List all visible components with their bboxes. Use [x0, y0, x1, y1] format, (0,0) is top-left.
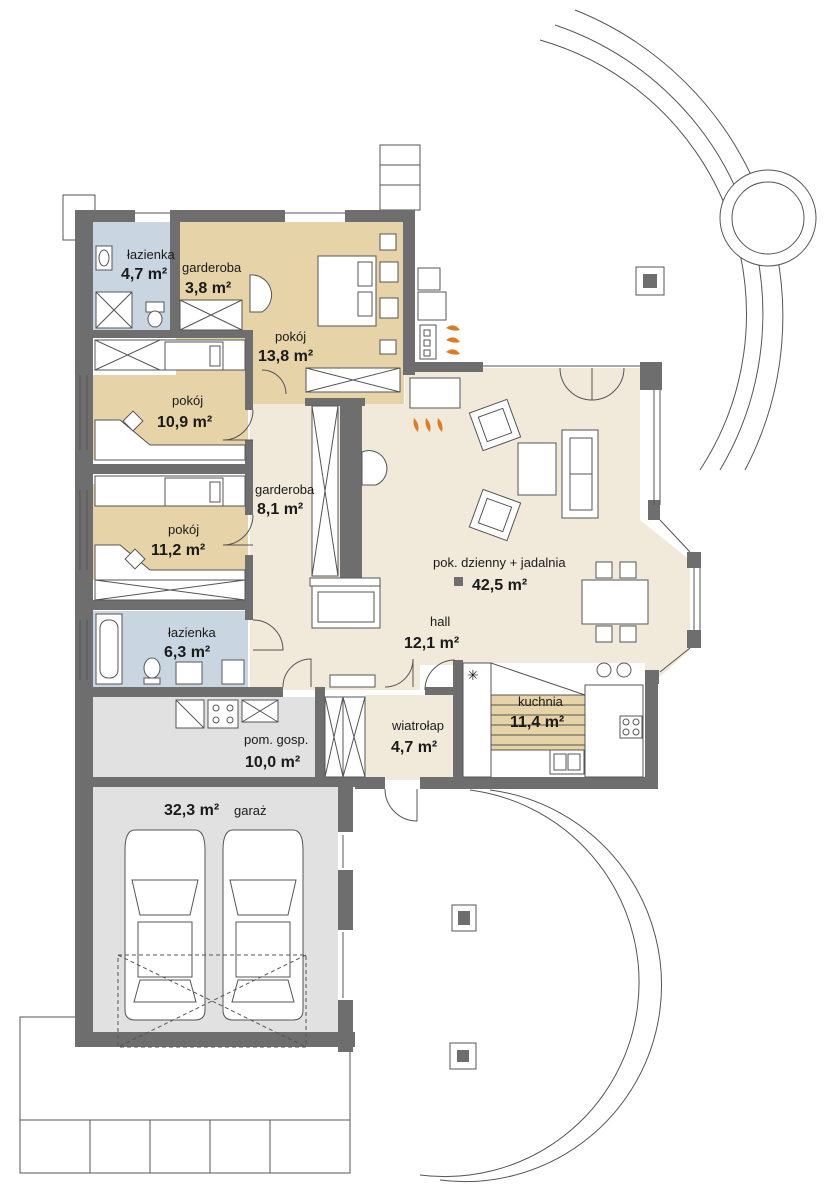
- room-name-pom-gosp: pom. gosp.: [244, 732, 308, 747]
- room-area-wiatrolap: 4,7 m²: [391, 739, 437, 756]
- desk-chair-icon: [122, 410, 144, 432]
- room-name-garderoba-1: garderoba: [182, 260, 242, 275]
- fireplace-icon: [417, 267, 441, 291]
- room-area-garderoba-2: 8,1 m²: [257, 501, 303, 518]
- room-area-kuchnia: 11,4 m²: [510, 714, 564, 731]
- room-name-lazienka-1: łazienka: [127, 247, 175, 262]
- room-name-garaz: garaż: [234, 803, 267, 818]
- bay-window: [483, 365, 701, 673]
- pergola-arc-south-inner: [419, 789, 640, 1178]
- room-name-pokoj-3: pokój: [168, 522, 199, 537]
- pergola-arc-south: [439, 789, 663, 1183]
- room-area-lazienka-1: 4,7 m²: [121, 266, 167, 283]
- room-area-pokoj-2: 10,9 m²: [157, 414, 212, 431]
- room-area-garderoba-1: 3,8 m²: [185, 280, 231, 297]
- room-labels: łazienka 4,7 m² garderoba 3,8 m² pokój 1…: [121, 247, 566, 819]
- terrace-deck-north: [379, 144, 421, 211]
- room-area-hall: 12,1 m²: [404, 635, 459, 652]
- room-name-garderoba-2: garderoba: [255, 482, 315, 497]
- room-name-hall: hall: [430, 614, 450, 629]
- room-area-pokoj-dzienny: 42,5 m²: [472, 577, 527, 594]
- room-area-pokoj-3: 11,2 m²: [151, 542, 205, 559]
- windows-west: [79, 212, 345, 998]
- room-name-pokoj-dzienny: pok. dzienny + jadalnia: [433, 555, 566, 570]
- garage-door-swing: [117, 954, 307, 1048]
- room-area-pom-gosp: 10,0 m²: [245, 754, 300, 771]
- room-area-pokoj-1: 13,8 m²: [258, 348, 313, 365]
- garden-fountain-inner: [731, 181, 805, 255]
- walls: [75, 210, 701, 1052]
- room-fill-wiatrolap: [365, 695, 453, 780]
- column-icon: [454, 577, 463, 586]
- room-name-pokoj-1: pokój: [275, 329, 306, 344]
- stove-icon: [619, 715, 643, 739]
- kitchen-counter: [462, 662, 492, 778]
- dining-table-icon: [581, 579, 649, 625]
- sink-icon: [175, 661, 203, 685]
- toilet-icon: [143, 657, 161, 679]
- fireplace-flame-icon: [446, 325, 460, 331]
- washing-machine-icon: [207, 699, 239, 729]
- furniture: ✳: [94, 233, 649, 1048]
- car-icon: [124, 829, 206, 1021]
- svg-text:✳: ✳: [467, 667, 479, 683]
- desk-chair-icon: [124, 548, 146, 570]
- room-name-lazienka-2: łazienka: [168, 625, 216, 640]
- room-name-pokoj-2: pokój: [172, 393, 203, 408]
- room-area-lazienka-2: 6,3 m²: [164, 644, 210, 661]
- coffee-table-icon: [517, 442, 557, 496]
- car-icon: [222, 829, 304, 1021]
- room-area-garaz: 32,3 m²: [164, 802, 219, 819]
- room-name-kuchnia: kuchnia: [518, 694, 564, 709]
- room-name-wiatrolap: wiatrołap: [391, 718, 444, 733]
